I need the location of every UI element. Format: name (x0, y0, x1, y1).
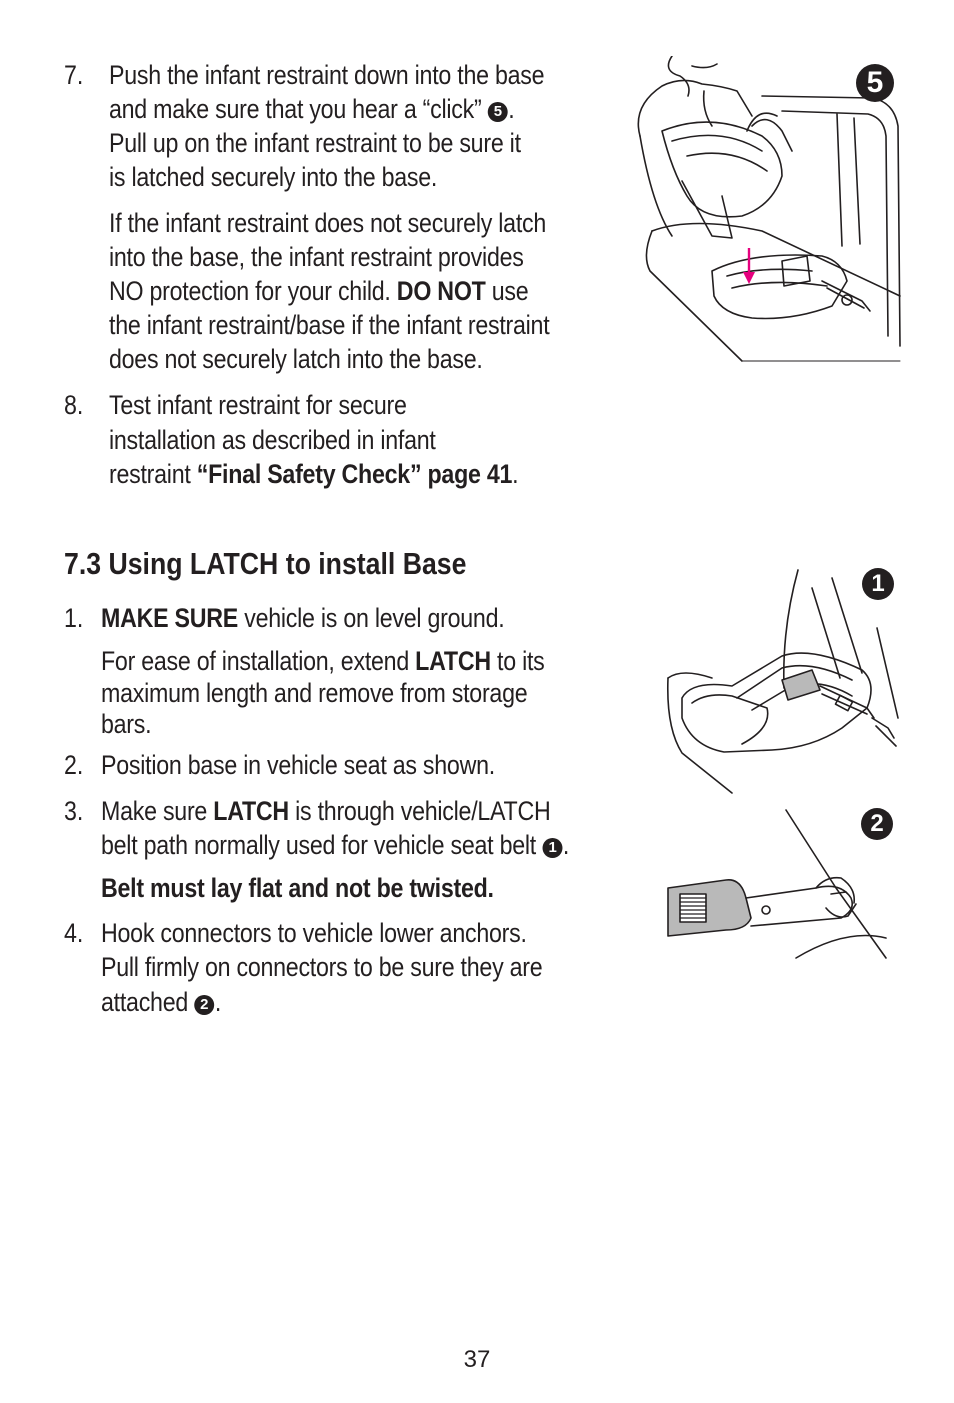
belt-note: Belt must lay flat and not be twisted. (101, 871, 494, 905)
ease-line-1-post: to its (497, 646, 545, 676)
step-8-line-3: restraint “Final Safety Check” page 41. (109, 457, 519, 491)
step-7-line-1: Push the infant restraint down into the … (109, 60, 545, 90)
ease-line-3: bars. (101, 709, 152, 739)
figure-5-illustration (637, 56, 901, 362)
step-8-line-3-text: restraint (109, 459, 191, 489)
final-safety-check-reference: “Final Safety Check” page 41 (196, 459, 513, 489)
page-number: 37 (463, 1346, 491, 1373)
latch-step-3-body: is through vehicle/LATCH (295, 796, 551, 826)
ease-line-2: maximum length and remove from storage (101, 678, 528, 708)
step-7-para2-line-3-text: NO protection for your child. (109, 276, 391, 306)
latch-step-4-line-2: Pull firmly on connectors to be sure the… (101, 952, 543, 982)
figure-1-illustration (666, 569, 899, 794)
callout-2-icon: 2 (194, 994, 215, 1015)
latch-step-1-text: MAKE SURE vehicle is on level ground. (101, 601, 505, 635)
step-7-para2-line-4: the infant restraint/base if the infant … (109, 310, 550, 340)
ease-latch-label: LATCH (415, 646, 491, 676)
belt-note-text: Belt must lay flat and not be twisted. (101, 873, 494, 903)
section-heading: 7.3 Using LATCH to install Base (64, 546, 467, 581)
push-down-arrow-icon (743, 248, 755, 284)
latch-step-2-number: 2. (64, 750, 84, 780)
step-8-line-1: Test infant restraint for secure (109, 390, 407, 420)
step-7-line-2: and make sure that you hear a “click” 5. (109, 94, 515, 124)
make-sure-label: MAKE SURE (101, 603, 239, 633)
latch-step-3-latch-label: LATCH (213, 796, 289, 826)
figure-1-badge-icon: 1 (862, 568, 894, 600)
step-7-para2-line-1: If the infant restraint does not securel… (109, 208, 547, 238)
do-not-warning: DO NOT (396, 276, 486, 306)
ease-line-1-pre: For ease of installation, extend (101, 646, 409, 676)
figure-2-illustration (667, 809, 887, 959)
step-7-use-word: use (491, 276, 529, 306)
latch-step-3-number: 3. (64, 796, 84, 826)
latch-step-4-number: 4. (64, 918, 84, 948)
callout-5-icon: 5 (488, 101, 508, 122)
latch-step-3-line-2-text: belt path normally used for vehicle seat… (101, 830, 536, 860)
step-7-number: 7. (64, 60, 84, 90)
figure-2-badge-icon: 2 (861, 808, 893, 840)
latch-step-1-body: vehicle is on level ground. (244, 603, 505, 633)
latch-step-4-line-3-text: attached (101, 987, 189, 1017)
step-8-line-2: installation as described in infant (109, 425, 436, 455)
latch-step-1-number: 1. (64, 603, 84, 633)
step-7-para2-line-2: into the base, the infant restraint prov… (109, 242, 524, 272)
step-7-para2-line-5: does not securely latch into the base. (109, 344, 483, 374)
step-7-para2-line-3: NO protection for your child. DO NOT use (109, 274, 529, 308)
latch-step-2-text: Position base in vehicle seat as shown. (101, 750, 495, 780)
step-7-line-2-text: and make sure that you hear a “click” (109, 94, 482, 124)
latch-step-4-line-1: Hook connectors to vehicle lower anchors… (101, 918, 527, 948)
latch-step-3-line-2: belt path normally used for vehicle seat… (101, 830, 570, 860)
step-8-number: 8. (64, 390, 84, 420)
step-7-line-4: is latched securely into the base. (109, 162, 438, 192)
callout-1-icon: 1 (542, 837, 563, 858)
figure-5-badge-icon: 5 (856, 64, 894, 102)
latch-step-3-pre: Make sure (101, 796, 208, 826)
step-7-line-3: Pull up on the infant restraint to be su… (109, 128, 521, 158)
latch-step-4-line-3: attached 2. (101, 987, 222, 1017)
ease-line-1: For ease of installation, extend LATCH t… (101, 644, 545, 678)
step-8-period: . (512, 459, 519, 489)
latch-step-3-line-1: Make sure LATCH is through vehicle/LATCH (101, 794, 551, 828)
